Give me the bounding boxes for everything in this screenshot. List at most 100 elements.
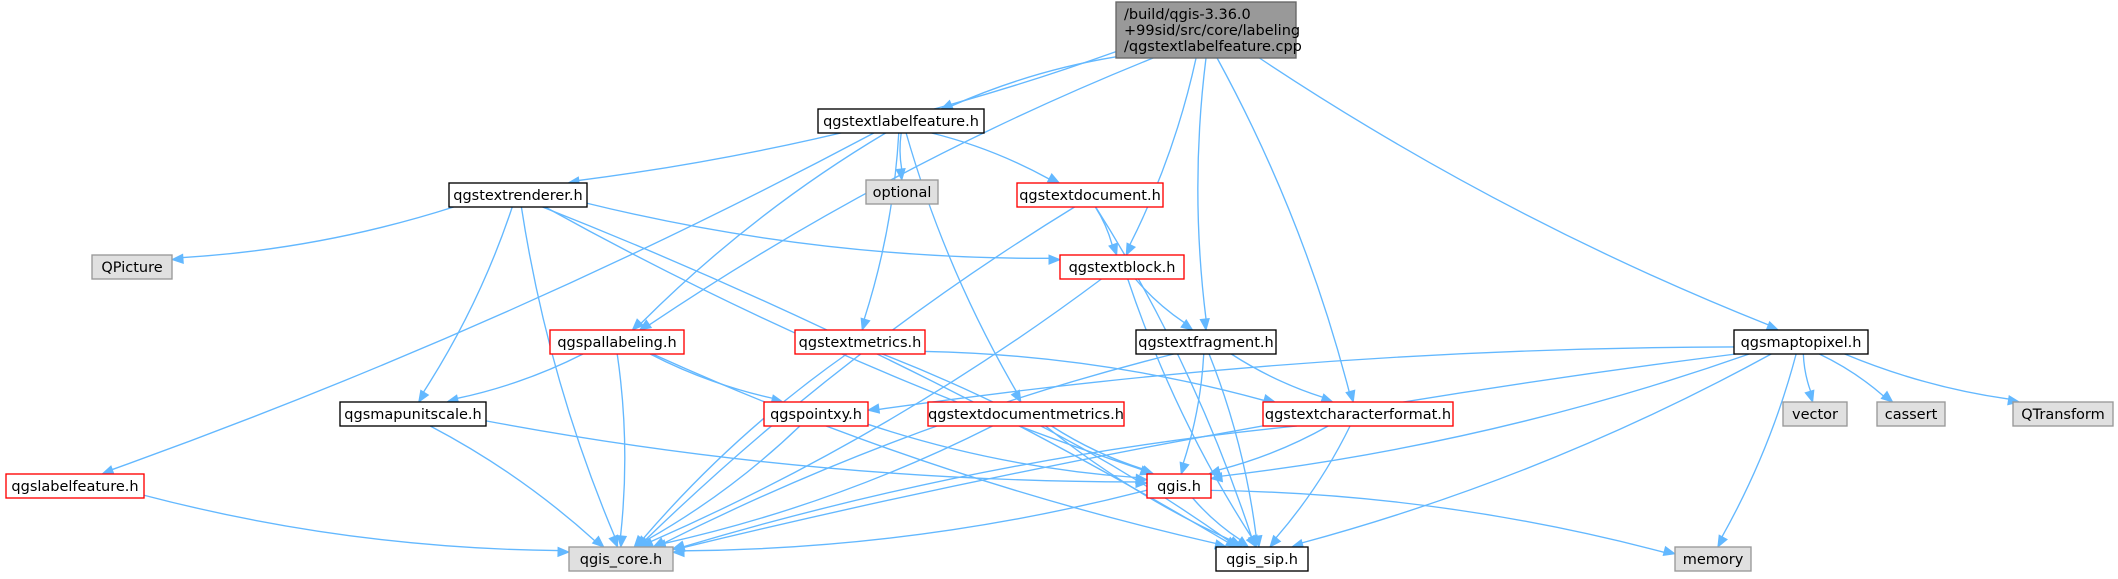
node-box [1115,1,1297,59]
edge-qgspointxy_h-to-qgis_h [867,423,1149,484]
node-qgsmaptopixel_h[interactable]: qgsmaptopixel.h [1733,329,1869,355]
edge-line [143,494,559,552]
arrow-head-icon [1048,254,1062,265]
edge-line [1134,278,1185,324]
node-box [1059,254,1185,280]
arrow-head-icon [591,535,605,548]
edge-qgspallabeling_h-to-qgsmapunitscale_h [445,353,584,405]
edge-line [652,353,1217,545]
edge-qgstextlabelfeature_h-to-qgstextmetrics_h [860,132,900,332]
node-box [1876,401,1946,427]
edge-line [924,350,1265,402]
node-qgstextmetrics_h[interactable]: qgstextmetrics.h [794,329,926,355]
node-vector: vector [1782,401,1848,427]
edge-line [1221,353,1750,477]
node-label: qgstextrenderer.h [453,188,582,204]
edge-line [683,353,1736,549]
edge-line [683,489,1148,552]
edge-line [683,425,1298,548]
node-qgstextblock_h[interactable]: qgstextblock.h [1059,254,1185,280]
edge-qgstextfragment_h-to-qgis_h [1179,353,1205,476]
edge-qgsmaptopixel_h-to-qgis_sip_h [1290,353,1772,549]
edge-line [1208,353,1257,537]
edge-line [1182,353,1205,464]
node-label: qgis_core.h [580,552,662,568]
node-box [549,329,685,355]
arrow-head-icon [1804,389,1815,404]
node-box [865,179,939,205]
node-box [794,329,926,355]
node-qgis_core_h: qgis_core.h [568,546,674,572]
arrow-head-icon [1046,173,1061,184]
node-label: qgspointxy.h [770,407,862,423]
arrow-head-icon [616,535,628,549]
node-qgstextlabelfeature_h[interactable]: qgstextlabelfeature.h [817,108,985,134]
arrow-head-icon [1180,319,1194,331]
arrow-head-icon [631,318,645,331]
node-box [5,473,145,499]
edge-qgstextdocument_h-to-qgstextblock_h [1094,206,1119,257]
node-label: qgstextdocumentmetrics.h [928,407,1124,423]
edge-qgstextlabelfeature_h-to-qgspallabeling_h [631,132,886,331]
edge-qgspointxy_h-to-qgis_core_h [635,425,801,548]
nodes-layer: /build/qgis-3.36.0+99sid/src/core/labeli… [5,1,2114,572]
edge-qgstextrenderer_h-to-QPicture [170,206,454,264]
node-qgspointxy_h[interactable]: qgspointxy.h [763,401,869,427]
edges-layer [100,50,2021,558]
node-qgsmapunitscale_h[interactable]: qgsmapunitscale.h [339,401,487,427]
edge-qgsmaptopixel_h-to-vector [1802,353,1815,404]
arrow-head-icon [170,253,184,264]
edge-line [650,278,1102,543]
edge-line [905,132,1018,393]
edge-line [931,132,1050,180]
edge-qgstextcharacterformat_h-to-qgis_sip_h [1269,425,1351,549]
edge-line [1129,57,1197,245]
edge-line [1192,497,1241,541]
node-label: qgsmaptopixel.h [1741,335,1862,351]
edge-qgspallabeling_h-to-qgis_core_h [616,353,628,549]
arrow-head-icon [418,389,430,404]
edge-line [1230,353,1323,398]
edge-line [881,353,1231,543]
node-qgstextrenderer_h[interactable]: qgstextrenderer.h [448,182,588,208]
edge-qgstextcharacterformat_h-to-qgis_h [1207,425,1329,476]
node-qgis_sip_h[interactable]: qgis_sip.h [1215,546,1309,572]
node-QPicture: QPicture [91,254,173,280]
node-qgstextdocumentmetrics_h[interactable]: qgstextdocumentmetrics.h [927,401,1125,427]
node-box [1674,546,1752,572]
edge-line [1275,425,1351,539]
node-box [1262,401,1454,427]
node-root[interactable]: /build/qgis-3.36.0+99sid/src/core/labeli… [1115,1,1302,59]
node-label: qgspallabeling.h [557,335,676,351]
node-qgstextfragment_h[interactable]: qgstextfragment.h [1135,329,1277,355]
arrow-head-icon [1125,242,1137,257]
edge-line [1218,425,1329,471]
arrow-head-icon [1235,536,1250,548]
node-qgstextdocument_h[interactable]: qgstextdocument.h [1016,182,1164,208]
edge-line [1045,425,1234,542]
edge-qgstextdocumentmetrics_h-to-qgis_core_h [653,425,993,550]
node-label: vector [1792,407,1838,423]
node-qgspallabeling_h[interactable]: qgspallabeling.h [549,329,685,355]
arrow-head-icon [635,536,650,548]
node-label: QTransform [2021,407,2105,423]
node-optional: optional [865,179,939,205]
edge-line [1094,206,1113,246]
edge-line [182,206,454,259]
node-qgslabelfeature_h[interactable]: qgslabelfeature.h [5,473,145,499]
node-qgis_h[interactable]: qgis.h [1146,473,1212,499]
edge-qgstextfragment_h-to-qgis_sip_h [1208,353,1263,549]
arrow-head-icon [100,465,115,476]
node-box [1016,182,1164,208]
node-label: /build/qgis-3.36.0 [1124,7,1251,23]
arrow-head-icon [895,167,906,182]
arrow-head-icon [866,403,881,414]
node-qgstextcharacterformat_h[interactable]: qgstextcharacterformat.h [1262,401,1454,427]
arrow-head-icon [1662,545,1677,557]
edge-line [863,132,900,320]
edge-line [641,353,848,541]
edge-line [1844,353,2009,400]
edge-qgsmaptopixel_h-to-QTransform [1844,353,2021,406]
arrow-head-icon [608,534,619,549]
node-label: qgstextblock.h [1069,260,1176,276]
